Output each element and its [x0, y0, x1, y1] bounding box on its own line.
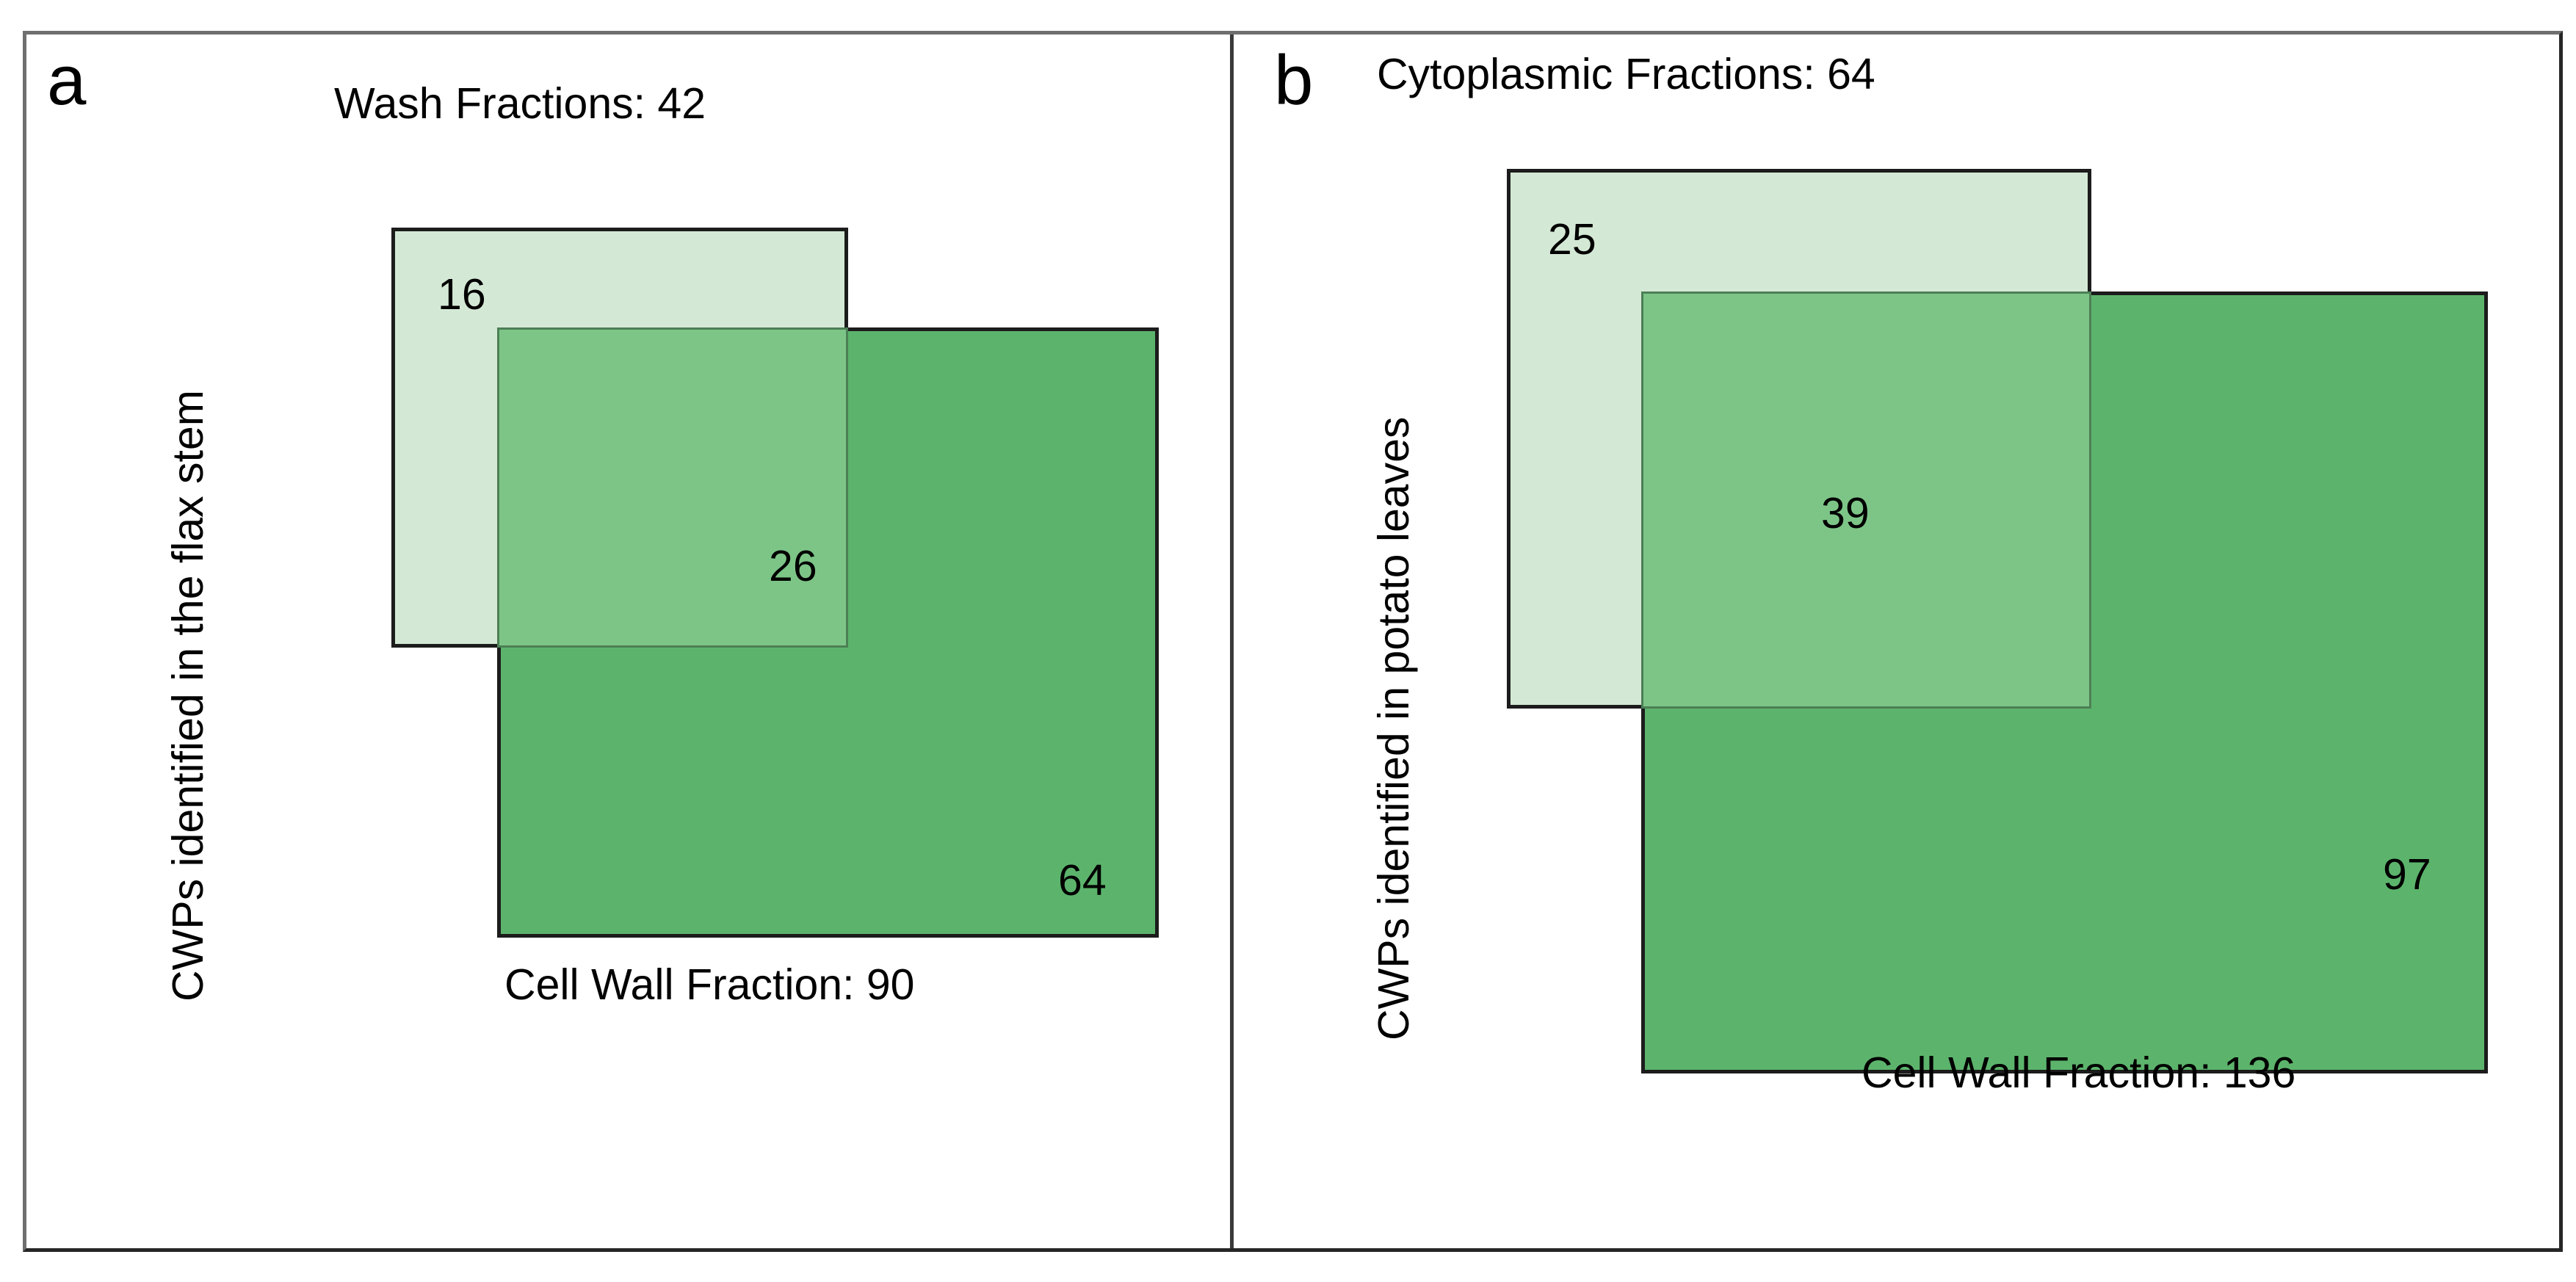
panel-a-count-overlap: 26: [769, 542, 817, 590]
panel-a-letter: a: [47, 41, 87, 120]
panel-divider: [1230, 35, 1234, 1248]
panel-b-intersection-rect: [1641, 291, 2091, 709]
panel-b-bottom-label: Cell Wall Fraction: 136: [1862, 1049, 2296, 1097]
panel-b-top-title: Cytoplasmic Fractions: 64: [1377, 50, 1875, 98]
panel-b-count-overlap: 39: [1821, 489, 1870, 537]
panel-a: a Wash Fractions: 42 CWPs identified in …: [23, 31, 1230, 1252]
panel-b: b Cytoplasmic Fractions: 64 CWPs identif…: [1234, 31, 2563, 1252]
panel-b-y-axis-label: CWPs identified in potato leaves: [1370, 416, 1418, 1040]
panel-b-count-light-only: 25: [1548, 215, 1596, 264]
panel-b-letter: b: [1274, 41, 1314, 120]
panel-a-intersection-rect: [497, 327, 848, 648]
panel-a-count-light-only: 16: [438, 270, 486, 319]
panel-b-count-dark-only: 97: [2383, 850, 2431, 899]
panel-a-bottom-label: Cell Wall Fraction: 90: [504, 960, 915, 1009]
panel-a-count-dark-only: 64: [1058, 856, 1107, 905]
panel-a-y-axis-label: CWPs identified in the flax stem: [164, 390, 212, 1002]
panel-a-top-title: Wash Fractions: 42: [334, 79, 706, 128]
